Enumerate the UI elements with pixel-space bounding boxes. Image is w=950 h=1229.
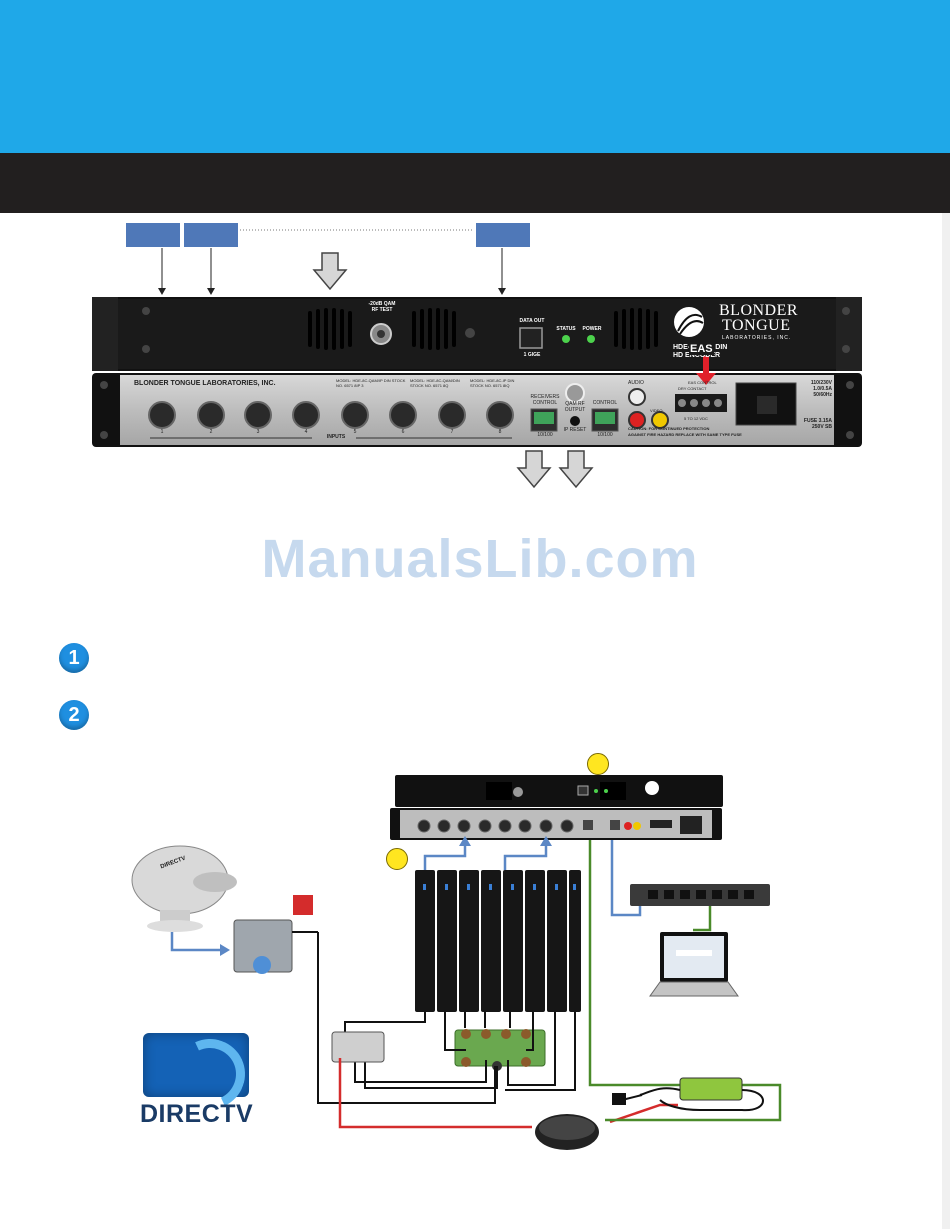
control-sub: 10/100 — [597, 432, 613, 438]
receivers-control-label: RECEIVERS CONTROL — [530, 394, 560, 406]
input-number-8: 8 — [498, 429, 502, 435]
watermark: ManualsLib.com — [261, 529, 699, 589]
data-out-label: DATA OUT — [519, 318, 545, 324]
caution-line-1: CAUTION: FOR CONTINUED PROTECTION — [628, 426, 710, 431]
input-number-4: 4 — [304, 429, 308, 435]
eas-tag: EAS — [689, 343, 714, 355]
rear-model-b: MODEL: HDE-8C-QAM/DIN STOCK NO. 6571 8Q — [410, 378, 460, 388]
callout-box-3 — [476, 223, 530, 247]
input-number-3: 3 — [256, 429, 260, 435]
marker-dot-rear — [386, 848, 408, 870]
input-number-1: 1 — [160, 429, 164, 435]
rear-model-c: MODEL: HDE-8C-IP DIN STOCK NO. 6571 8IQ — [470, 378, 515, 388]
voltage-label: 5 TO 12 VDC — [684, 416, 708, 421]
eas-control-label: EAS CONTROL — [688, 380, 717, 385]
control-label: CONTROL — [592, 400, 618, 406]
receiver-stack — [415, 870, 581, 1012]
header-banner — [0, 0, 950, 153]
qam-rf-test-label: -20dB QAM RF TEST — [368, 301, 396, 313]
qam-rf-output-label: QAM RF OUTPUT — [564, 401, 586, 413]
encoder-front-small — [395, 775, 723, 807]
input-number-6: 6 — [401, 429, 405, 435]
page-edge — [942, 213, 950, 1229]
system-connection-diagram — [131, 775, 782, 1150]
input-number-2: 2 — [209, 429, 213, 435]
receivers-control-sub: 10/100 — [537, 432, 553, 438]
directv-logo-text: DIRECTV — [140, 1100, 254, 1128]
input-number-7: 7 — [450, 429, 454, 435]
callout-box-2 — [184, 223, 238, 247]
step-2-badge: 2 — [59, 700, 89, 730]
data-out-sub-label: 1 GIGE — [523, 352, 541, 358]
directv-logo-icon — [143, 1029, 255, 1119]
device-panels-diagram — [92, 229, 862, 489]
coax-splitter — [331, 1031, 385, 1063]
rear-model-a: MODEL: HDE-8C-QAM/IP DIN STOCK NO. 6571 … — [336, 378, 406, 388]
brand-line-3: LABORATORIES, INC. — [722, 335, 792, 341]
callout-box-1 — [126, 223, 180, 247]
audio-label: AUDIO — [628, 380, 644, 386]
model-line-2: HD ENCODER — [673, 352, 721, 359]
caution-line-2: AGAINST FIRE HAZARD REPLACE WITH SAME TY… — [628, 432, 742, 437]
input-number-5: 5 — [353, 429, 357, 435]
header-title-bar — [0, 153, 950, 213]
status-led-label: STATUS — [556, 326, 576, 332]
ip-reset-label: IP RESET — [563, 427, 587, 433]
power-supply — [679, 1077, 743, 1101]
power-rating-label: 110/230V 1.0/0.5A 50/60Hz — [810, 380, 832, 398]
marker-dot-front — [587, 753, 609, 775]
power-led-label: POWER — [582, 326, 602, 332]
inputs-label: INPUTS — [326, 434, 346, 440]
dry-contact-label: DRY CONTACT — [678, 386, 707, 391]
fuse-rating-label: FUSE 3.15A 250V SB — [803, 418, 832, 430]
video-label: VIDEO — [650, 408, 663, 413]
red-power-block — [293, 895, 313, 915]
brand-line-2: TONGUE — [722, 317, 791, 334]
brand-line-1: BLONDER — [719, 302, 799, 319]
step-1-badge: 1 — [59, 643, 89, 673]
rear-company-label: BLONDER TONGUE LABORATORIES, INC. — [134, 380, 276, 387]
